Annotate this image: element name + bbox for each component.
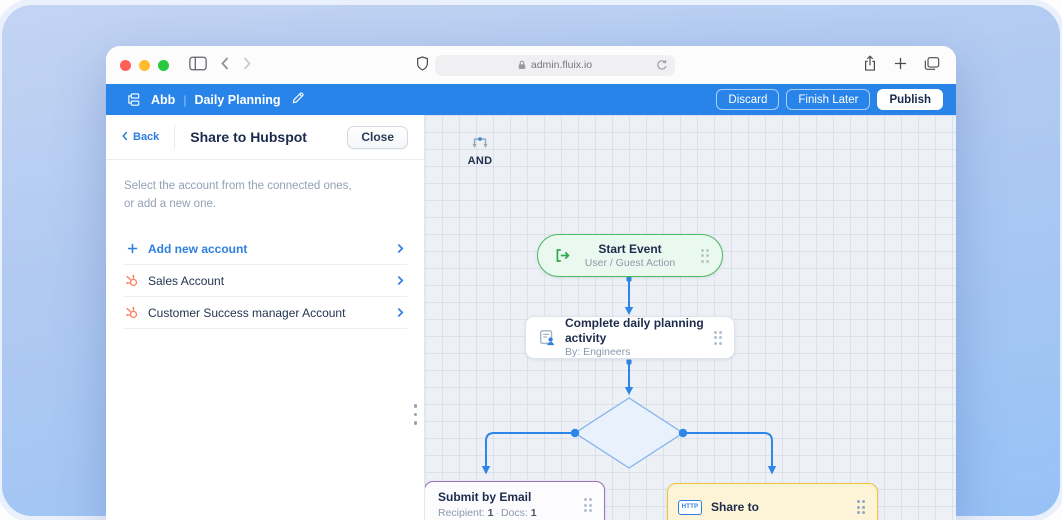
pencil-icon [290, 91, 305, 109]
back-nav-button[interactable] [221, 57, 229, 73]
account-row-customer-success[interactable]: Customer Success manager Account [123, 297, 407, 329]
panel-title: Share to Hubspot [190, 129, 307, 145]
back-button[interactable]: Back [122, 131, 159, 144]
and-gateway-node[interactable]: AND [425, 115, 535, 187]
close-panel-button[interactable]: Close [347, 125, 408, 149]
add-new-account-row[interactable]: Add new account [123, 233, 407, 265]
browser-window: admin.fluix.io Abb | Daily Pla [106, 46, 956, 520]
drag-handle-icon[interactable] [856, 500, 865, 514]
description-line-2: or add a new one. [124, 198, 217, 210]
node-title: Submit by Email [438, 490, 532, 504]
drag-handle-icon[interactable] [713, 330, 722, 345]
chevron-left-icon [221, 57, 229, 73]
header-actions: Discard Finish Later Publish [716, 89, 943, 110]
account-label: Sales Account [148, 273, 225, 288]
flow-connectors [481, 276, 777, 475]
header-divider [174, 125, 176, 149]
shield-icon [416, 56, 429, 74]
drag-handle-icon[interactable] [583, 498, 592, 512]
share-to-node[interactable]: HTTP Share to [667, 483, 878, 520]
panel-description: Select the account from the connected on… [106, 160, 424, 219]
description-line-1: Select the account from the connected on… [124, 180, 352, 192]
node-title: Share to [711, 499, 760, 514]
close-window-button[interactable] [120, 59, 131, 71]
chevron-right-icon [243, 57, 251, 73]
back-label: Back [133, 131, 160, 143]
share-to-hubspot-panel: Back Share to Hubspot Close Select the a… [106, 115, 425, 520]
chevron-right-icon [397, 275, 404, 286]
start-event-icon [554, 247, 571, 264]
hubspot-icon [125, 274, 139, 288]
sidebar-toggle-button[interactable] [189, 56, 207, 74]
address-bar[interactable]: admin.fluix.io [435, 54, 675, 76]
share-page-button[interactable] [863, 55, 877, 75]
node-subtitle: User / Guest Action [584, 256, 676, 269]
account-label: Customer Success manager Account [148, 305, 346, 320]
workflow-canvas[interactable]: Start Event User / Guest Action Complete… [425, 115, 956, 520]
node-title: Start Event [598, 241, 662, 256]
node-meta: Recipient: 1·Docs: 1 [438, 507, 537, 519]
finish-later-button[interactable]: Finish Later [786, 89, 871, 110]
drag-handle-icon[interactable] [700, 248, 709, 263]
chevron-left-icon [122, 131, 128, 144]
add-account-label: Add new account [148, 241, 248, 256]
share-icon [863, 55, 877, 75]
task-text: Complete daily planning activity By: Eng… [565, 316, 714, 359]
show-tabs-button[interactable] [924, 56, 940, 74]
submit-by-email-node[interactable]: Submit by Email Recipient: 1·Docs: 1 [425, 481, 605, 520]
breadcrumb-org[interactable]: Abb [151, 92, 176, 107]
task-form-icon [538, 328, 556, 347]
minimize-window-button[interactable] [139, 59, 150, 71]
app-header: Abb | Daily Planning Discard Finish Late… [106, 84, 956, 115]
node-subtitle: By: Engineers [565, 346, 631, 358]
workflow-icon [126, 92, 141, 107]
plus-icon [894, 57, 907, 73]
privacy-shield-button[interactable] [416, 56, 429, 74]
lock-icon [518, 58, 526, 73]
split-branches-icon [470, 135, 490, 153]
url-text: admin.fluix.io [530, 59, 593, 71]
url-bar-area: admin.fluix.io [416, 54, 675, 76]
email-text: Submit by Email Recipient: 1·Docs: 1 [438, 490, 537, 520]
hubspot-icon [125, 306, 139, 320]
app-body: Back Share to Hubspot Close Select the a… [106, 115, 956, 520]
edit-title-button[interactable] [290, 91, 305, 109]
panel-resize-handle[interactable] [412, 402, 420, 427]
node-title: Complete daily planning activity [565, 316, 704, 345]
task-node[interactable]: Complete daily planning activity By: Eng… [525, 316, 735, 359]
breadcrumb-separator: | [183, 92, 187, 107]
new-tab-button[interactable] [894, 57, 907, 73]
http-badge-icon: HTTP [678, 499, 702, 515]
gateway-label: AND [467, 155, 493, 167]
start-event-text: Start Event User / Guest Action [585, 242, 675, 270]
panel-header: Back Share to Hubspot Close [106, 115, 424, 160]
zoom-window-button[interactable] [158, 59, 169, 71]
chevron-right-icon [397, 307, 404, 318]
plus-icon [125, 243, 139, 254]
account-list: Add new account Sales Account Customer S… [123, 233, 407, 329]
workflow-title: Daily Planning [194, 92, 281, 107]
sidebar-icon [189, 56, 207, 74]
reload-icon[interactable] [656, 59, 668, 74]
chrome-actions [863, 55, 940, 75]
start-event-node[interactable]: Start Event User / Guest Action [537, 234, 723, 277]
publish-button[interactable]: Publish [877, 89, 943, 110]
forward-nav-button[interactable] [243, 57, 251, 73]
chevron-right-icon [397, 243, 404, 254]
tabs-overview-icon [924, 56, 940, 74]
traffic-lights [106, 59, 169, 71]
discard-button[interactable]: Discard [716, 89, 780, 110]
account-row-sales[interactable]: Sales Account [123, 265, 407, 297]
browser-chrome: admin.fluix.io [106, 46, 956, 84]
